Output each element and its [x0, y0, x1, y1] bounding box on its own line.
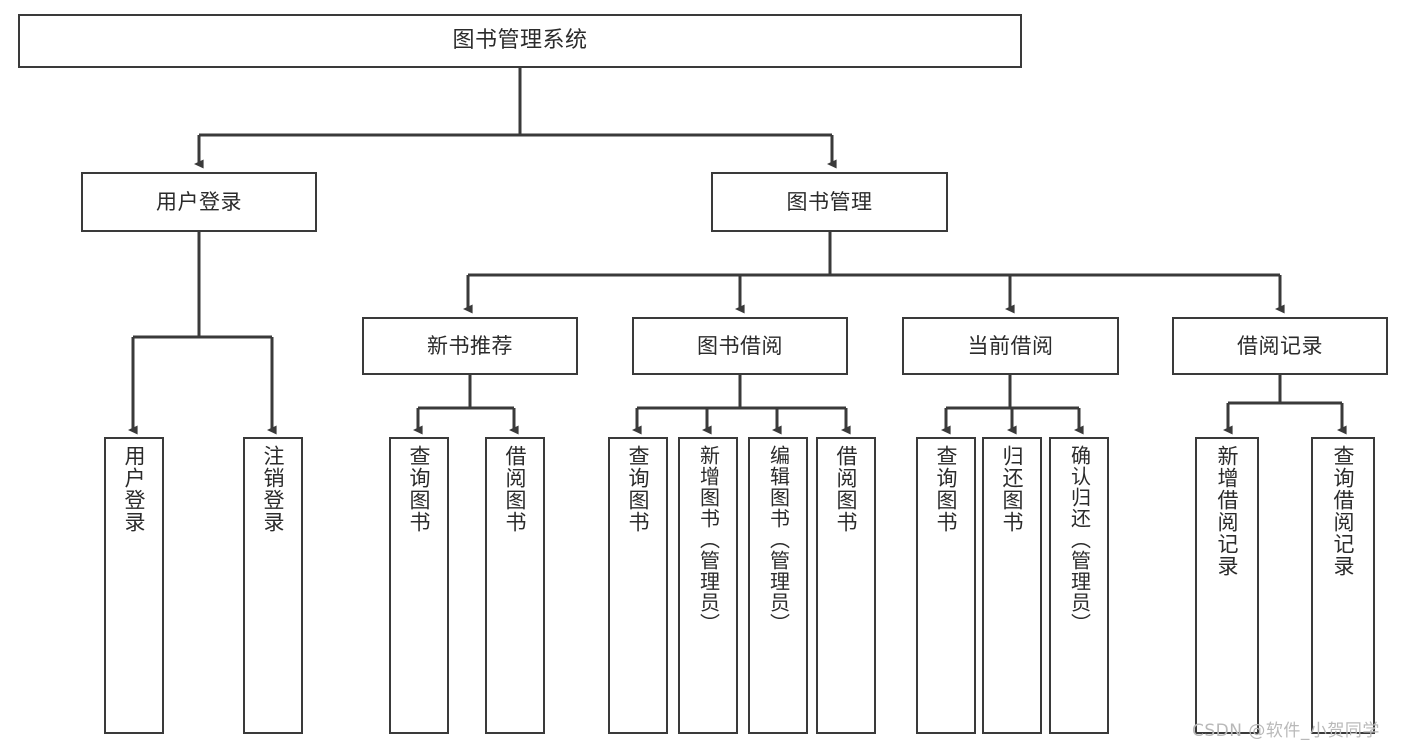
leaf-borrow-book-recommend[interactable]: 借阅图书	[485, 437, 545, 734]
node-label: 编辑图书（管理员）	[766, 445, 791, 634]
node-label: 新书推荐	[427, 333, 513, 358]
csdn-watermark: CSDN @软件_小贺同学	[1192, 721, 1380, 741]
node-label: 查询图书	[626, 445, 651, 533]
node-label: 借阅记录	[1237, 333, 1323, 358]
node-label: 当前借阅	[967, 333, 1054, 358]
leaf-query-book-recommend[interactable]: 查询图书	[389, 437, 449, 734]
leaf-query-book-borrow[interactable]: 查询图书	[608, 437, 668, 734]
leaf-return-book[interactable]: 归还图书	[982, 437, 1042, 734]
node-label: 用户登录	[122, 445, 147, 533]
node-label: 确认归还（管理员）	[1067, 445, 1092, 634]
leaf-query-book-current[interactable]: 查询图书	[916, 437, 976, 734]
node-book-borrow[interactable]: 图书借阅	[632, 317, 848, 375]
node-label: 查询图书	[934, 445, 959, 533]
node-label: 图书管理系统	[452, 28, 588, 54]
leaf-logout-login[interactable]: 注销登录	[243, 437, 303, 734]
node-label: 用户登录	[156, 189, 242, 214]
node-book-manage[interactable]: 图书管理	[711, 172, 948, 232]
node-label: 新增借阅记录	[1215, 445, 1240, 577]
node-label: 归还图书	[1000, 445, 1025, 533]
leaf-user-login[interactable]: 用户登录	[104, 437, 164, 734]
node-label: 注销登录	[261, 445, 286, 533]
node-borrow-record[interactable]: 借阅记录	[1172, 317, 1388, 375]
leaf-add-borrow-record[interactable]: 新增借阅记录	[1195, 437, 1259, 734]
node-label: 新增图书（管理员）	[696, 445, 721, 634]
node-new-book-recommend[interactable]: 新书推荐	[362, 317, 578, 375]
leaf-query-borrow-record[interactable]: 查询借阅记录	[1311, 437, 1375, 734]
node-label: 借阅图书	[834, 445, 859, 533]
node-label: 查询图书	[407, 445, 432, 533]
node-user-login[interactable]: 用户登录	[81, 172, 317, 232]
leaf-edit-book-admin[interactable]: 编辑图书（管理员）	[748, 437, 808, 734]
node-label: 查询借阅记录	[1331, 445, 1356, 577]
leaf-borrow-book[interactable]: 借阅图书	[816, 437, 876, 734]
node-label: 图书借阅	[697, 333, 783, 358]
node-label: 图书管理	[786, 189, 873, 214]
leaf-confirm-return-admin[interactable]: 确认归还（管理员）	[1049, 437, 1109, 734]
node-current-borrow[interactable]: 当前借阅	[902, 317, 1119, 375]
node-root-system[interactable]: 图书管理系统	[18, 14, 1022, 68]
leaf-add-book-admin[interactable]: 新增图书（管理员）	[678, 437, 738, 734]
node-label: 借阅图书	[503, 445, 528, 533]
